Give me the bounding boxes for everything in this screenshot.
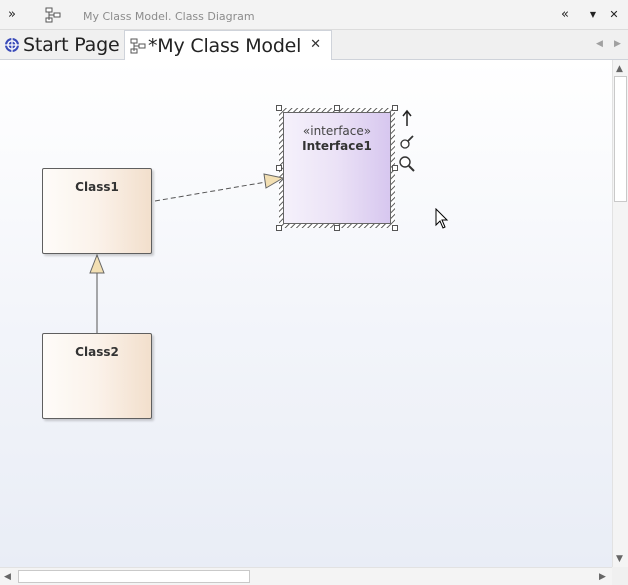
tab-my-class-model-label: *My Class Model [148,35,302,57]
diagram-canvas[interactable]: Class1 Class2 «interface» Interface1 [0,60,612,567]
magnify-icon[interactable] [398,155,416,177]
horizontal-scrollbar[interactable]: ◀ ▶ [0,567,612,585]
scroll-down-icon[interactable]: ▼ [616,554,623,564]
interface-element-interface1[interactable]: «interface» Interface1 [283,112,391,224]
tab-start-page-label: Start Page [23,34,120,56]
document-titlebar: » My Class Model. Class Diagram « ▼ ✕ [0,0,628,30]
resize-handle-bottom[interactable] [334,225,340,231]
class2-name: Class2 [75,345,119,359]
start-page-icon [4,37,20,53]
realization-connector[interactable] [154,181,267,202]
resize-handle-right[interactable] [392,165,398,171]
document-tabbar: Start Page *My Class Model ✕ ◀ ▶ [0,30,628,61]
class-element-class2[interactable]: Class2 [42,333,152,419]
scrollbar-corner [612,567,628,585]
mouse-cursor-icon [435,207,449,234]
collapse-button[interactable]: « [561,7,569,22]
interface-stereotype: «interface» [302,124,372,138]
tab-my-class-model[interactable]: *My Class Model ✕ [124,30,332,61]
class-element-class1[interactable]: Class1 [42,168,152,254]
resize-handle-top-right[interactable] [392,105,398,111]
diagram-icon [130,38,146,54]
diagram-icon [45,7,61,27]
close-tab-icon[interactable]: ✕ [310,37,321,52]
vertical-scrollbar[interactable]: ▲ ▼ [612,60,628,567]
realization-arrowhead [263,173,285,189]
window-caption: My Class Model. Class Diagram [83,10,255,23]
tab-scroll-right-icon[interactable]: ▶ [614,39,621,49]
resize-handle-bottom-left[interactable] [276,225,282,231]
close-window-button[interactable]: ✕ [609,8,619,21]
tab-scroll-left-icon[interactable]: ◀ [596,39,603,49]
expand-panel-button[interactable]: » [8,7,16,22]
horizontal-scroll-thumb[interactable] [18,570,250,583]
vertical-scroll-thumb[interactable] [614,76,627,202]
scroll-right-icon[interactable]: ▶ [599,572,606,582]
interface-name: Interface1 [302,139,372,153]
scroll-up-icon[interactable]: ▲ [616,64,623,74]
quick-link-arrow-icon[interactable] [400,109,414,131]
window-menu-button[interactable]: ▼ [589,10,597,19]
generalization-arrowhead [89,253,105,274]
resize-handle-top-left[interactable] [276,105,282,111]
hand-icon[interactable] [399,134,415,154]
resize-handle-top[interactable] [334,105,340,111]
resize-handle-left[interactable] [276,165,282,171]
tab-start-page[interactable]: Start Page [0,30,124,60]
scroll-left-icon[interactable]: ◀ [4,572,11,582]
class1-name: Class1 [75,180,119,194]
resize-handle-bottom-right[interactable] [392,225,398,231]
